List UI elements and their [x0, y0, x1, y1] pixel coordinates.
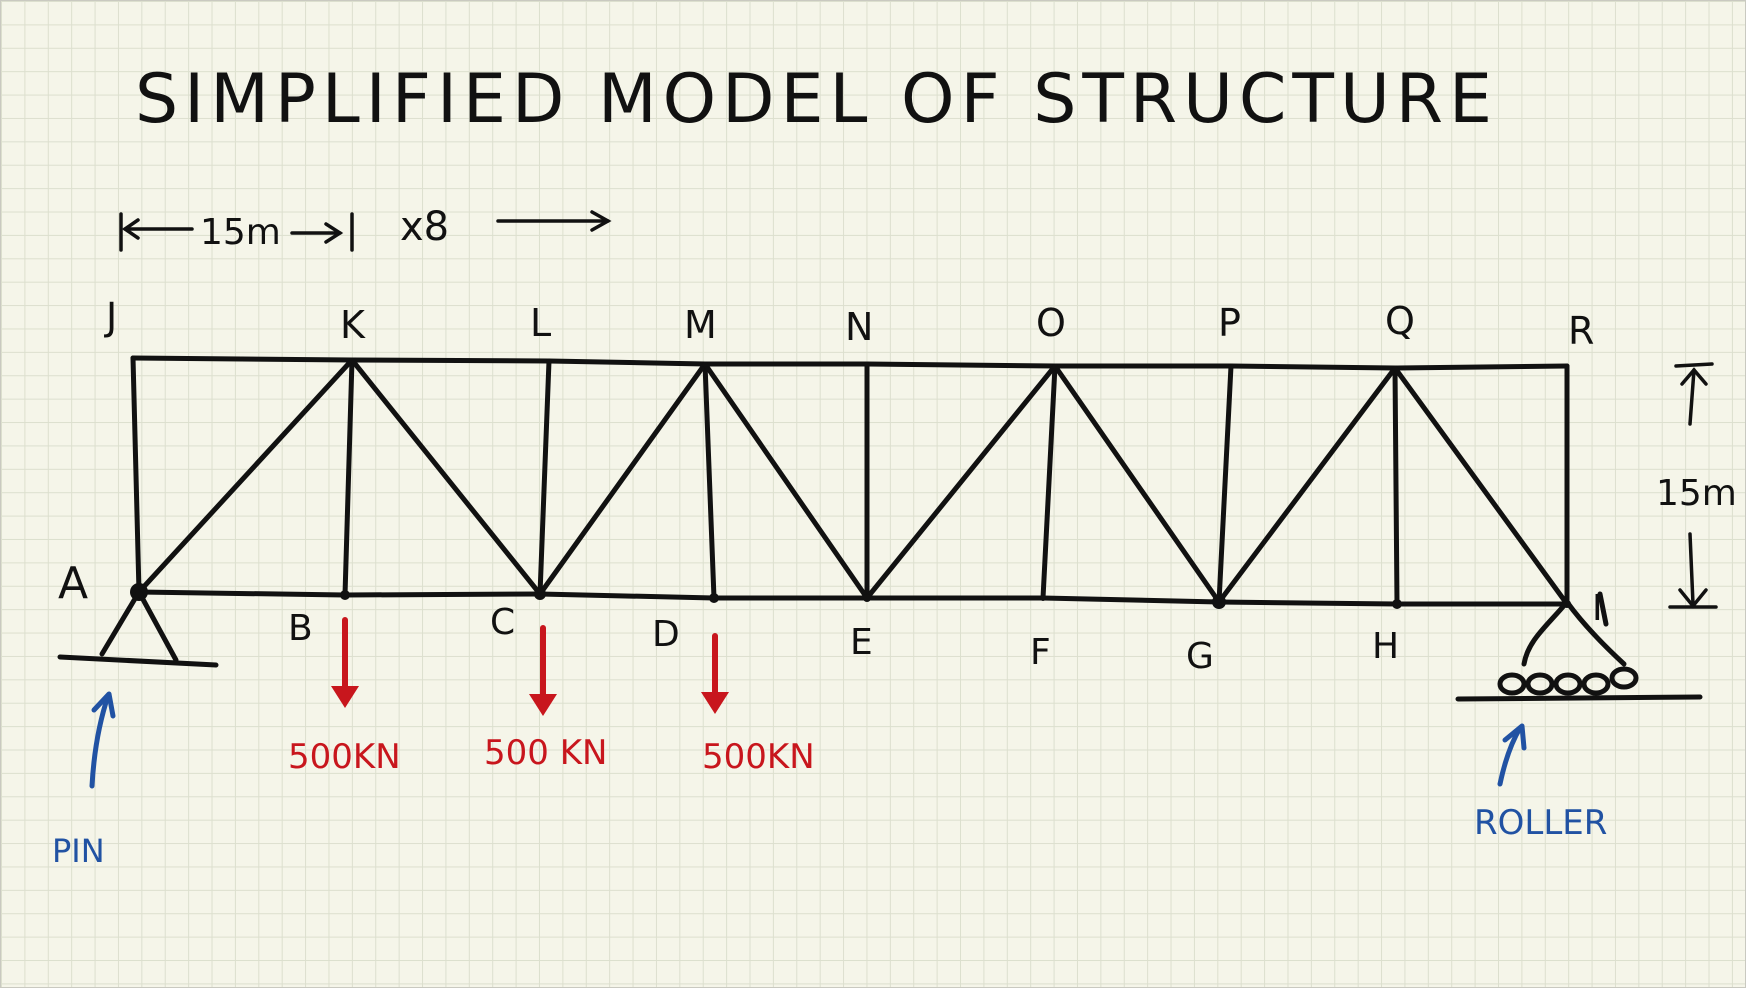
applied-loads: 500KN 500 KN 500KN — [288, 617, 815, 777]
node-label-M: M — [684, 303, 717, 347]
node-label-E: E — [850, 622, 873, 663]
diagonal-GQ — [1216, 365, 1398, 605]
load-label-C: 500 KN — [484, 733, 607, 773]
top-chord-LM — [546, 358, 708, 367]
bottom-chord-AB — [136, 589, 348, 598]
top-chord-PQ — [1228, 363, 1398, 371]
node-label-G: G — [1186, 636, 1214, 677]
node-label-Q: Q — [1385, 299, 1415, 343]
bottom-chord-GH — [1216, 599, 1400, 607]
node-label-I: I — [1592, 588, 1603, 629]
diagonal-KC — [349, 357, 543, 597]
truss-members — [130, 355, 1570, 607]
top-chord-JK — [130, 355, 355, 363]
node-label-D: D — [652, 614, 680, 655]
node-label-B: B — [288, 608, 313, 649]
diagonal-QI — [1392, 365, 1570, 607]
vertical-LC — [537, 358, 552, 597]
panel-count-label: x8 — [400, 204, 449, 250]
node-label-F: F — [1030, 632, 1051, 673]
joint-B — [340, 590, 350, 600]
load-arrow-D — [701, 633, 729, 714]
load-label-B: 500KN — [288, 737, 401, 777]
top-node-labels: J K L M N O P Q R — [104, 295, 1594, 353]
node-label-H: H — [1372, 626, 1399, 667]
diagonal-ME — [702, 361, 870, 601]
panel-width-dimension — [119, 210, 612, 252]
vertical-MD — [702, 361, 717, 601]
diagonal-CM — [537, 361, 708, 597]
load-arrow-B — [331, 617, 359, 708]
vertical-QH — [1392, 365, 1400, 607]
roller-support — [1455, 591, 1703, 702]
top-chord-KL — [349, 357, 552, 364]
node-label-A: A — [58, 558, 88, 609]
load-arrow-C — [529, 625, 557, 716]
joint-D — [709, 593, 719, 603]
diagonal-EO — [864, 363, 1058, 601]
joint-F — [1040, 595, 1046, 601]
bottom-chord-FG — [1040, 595, 1222, 605]
node-label-R: R — [1568, 309, 1594, 353]
node-label-L: L — [530, 301, 551, 345]
height-dimension — [1668, 362, 1718, 609]
node-label-N: N — [845, 305, 873, 349]
pin-arrow — [89, 691, 116, 789]
joint-C — [534, 588, 546, 600]
vertical-JA — [130, 355, 142, 595]
diagonal-OG — [1052, 363, 1222, 605]
joint-G — [1212, 595, 1226, 609]
truss-joints — [130, 583, 1571, 609]
bottom-chord-BC — [342, 591, 543, 598]
vertical-PG — [1216, 363, 1234, 605]
bottom-node-labels: A B C D E F G H I — [58, 558, 1603, 677]
node-label-P: P — [1218, 301, 1241, 345]
vertical-OF — [1040, 363, 1058, 601]
roller-support-label: ROLLER — [1474, 803, 1607, 843]
node-label-K: K — [340, 303, 366, 347]
joint-E — [863, 594, 871, 602]
panel-width-label: 15m — [200, 212, 281, 253]
load-label-D: 500KN — [702, 737, 815, 777]
bottom-chord-CD — [537, 591, 717, 601]
node-label-C: C — [490, 602, 515, 643]
node-label-J: J — [104, 295, 117, 339]
roller-arrow — [1497, 723, 1527, 787]
height-label: 15m — [1656, 473, 1737, 514]
vertical-KB — [342, 357, 355, 598]
pin-support — [57, 589, 219, 668]
node-label-O: O — [1036, 301, 1066, 345]
top-chord-NO — [864, 361, 1058, 369]
joint-H — [1392, 599, 1402, 609]
top-chord-QR — [1392, 363, 1570, 371]
diagram-title: SIMPLIFIED MODEL OF STRUCTURE — [135, 60, 1498, 139]
pin-support-label: PIN — [52, 832, 105, 870]
diagonal-AK — [136, 357, 355, 595]
